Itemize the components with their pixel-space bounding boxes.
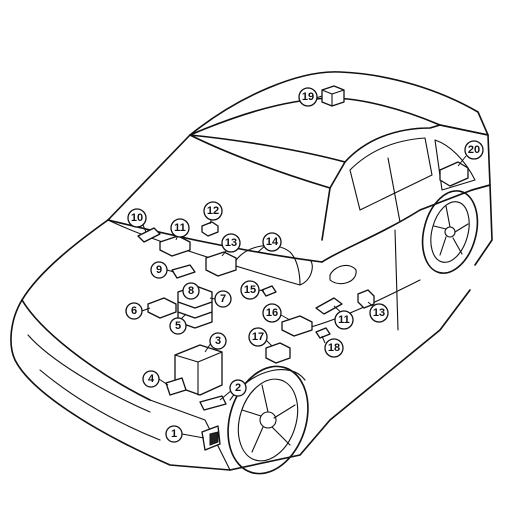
callout-6: 6 — [125, 302, 143, 320]
rear-wheel — [421, 190, 479, 274]
svg-text:1: 1 — [171, 428, 177, 440]
callout-2: 2 — [229, 379, 247, 397]
svg-text:19: 19 — [302, 91, 314, 103]
callout-12: 12 — [203, 201, 223, 221]
callout-4: 4 — [142, 370, 160, 388]
component-10 — [137, 227, 161, 243]
svg-text:18: 18 — [328, 342, 340, 354]
callout-20: 20 — [464, 140, 484, 160]
svg-text:8: 8 — [188, 285, 194, 297]
component-11 — [159, 235, 191, 257]
component-15 — [261, 285, 277, 297]
components — [137, 85, 469, 451]
callout-1: 1 — [165, 425, 183, 443]
callout-7: 7 — [214, 290, 232, 308]
callout-13: 13 — [221, 233, 241, 253]
svg-text:11: 11 — [338, 314, 350, 326]
callout-16: 16 — [262, 303, 282, 323]
callout-9: 9 — [150, 261, 168, 279]
component-18 — [315, 327, 331, 339]
callout-19: 19 — [298, 87, 318, 107]
svg-text:15: 15 — [244, 284, 256, 296]
callout-18: 18 — [324, 338, 344, 358]
callout-3: 3 — [209, 332, 227, 350]
callouts: 1 2 3 4 5 6 7 8 9 10 11 12 13 14 15 16 1… — [125, 87, 484, 443]
callout-15: 15 — [240, 280, 260, 300]
callout-10: 10 — [127, 208, 147, 228]
component-12 — [201, 221, 219, 237]
component-20 — [439, 161, 469, 187]
svg-text:17: 17 — [252, 331, 264, 343]
callout-11-right: 11 — [334, 310, 354, 330]
svg-text:5: 5 — [175, 320, 181, 332]
svg-text:4: 4 — [148, 373, 155, 385]
svg-text:7: 7 — [220, 293, 226, 305]
callout-11: 11 — [170, 218, 190, 238]
component-19 — [321, 85, 345, 107]
svg-text:13: 13 — [373, 307, 385, 319]
component-2 — [199, 395, 227, 411]
svg-text:3: 3 — [215, 335, 221, 347]
callout-5: 5 — [169, 317, 187, 335]
svg-text:6: 6 — [131, 305, 137, 317]
component-17 — [265, 342, 291, 364]
svg-text:11: 11 — [174, 222, 186, 234]
callout-13-right: 13 — [369, 303, 389, 323]
callout-14: 14 — [262, 232, 282, 252]
svg-text:12: 12 — [207, 205, 219, 217]
svg-text:20: 20 — [468, 144, 480, 156]
front-wheel — [227, 365, 309, 475]
callout-17: 17 — [248, 327, 268, 347]
svg-text:2: 2 — [235, 382, 241, 394]
component-6 — [147, 297, 177, 319]
component-9 — [171, 264, 196, 279]
callout-8: 8 — [182, 282, 200, 300]
component-16 — [281, 315, 313, 337]
svg-text:16: 16 — [266, 307, 278, 319]
component-11b — [315, 297, 343, 315]
car-body — [10, 71, 493, 471]
svg-text:14: 14 — [266, 236, 279, 248]
component-4 — [165, 377, 187, 396]
svg-text:13: 13 — [225, 237, 237, 249]
component-13 — [205, 251, 237, 277]
svg-text:9: 9 — [156, 264, 162, 276]
svg-text:10: 10 — [131, 212, 143, 224]
